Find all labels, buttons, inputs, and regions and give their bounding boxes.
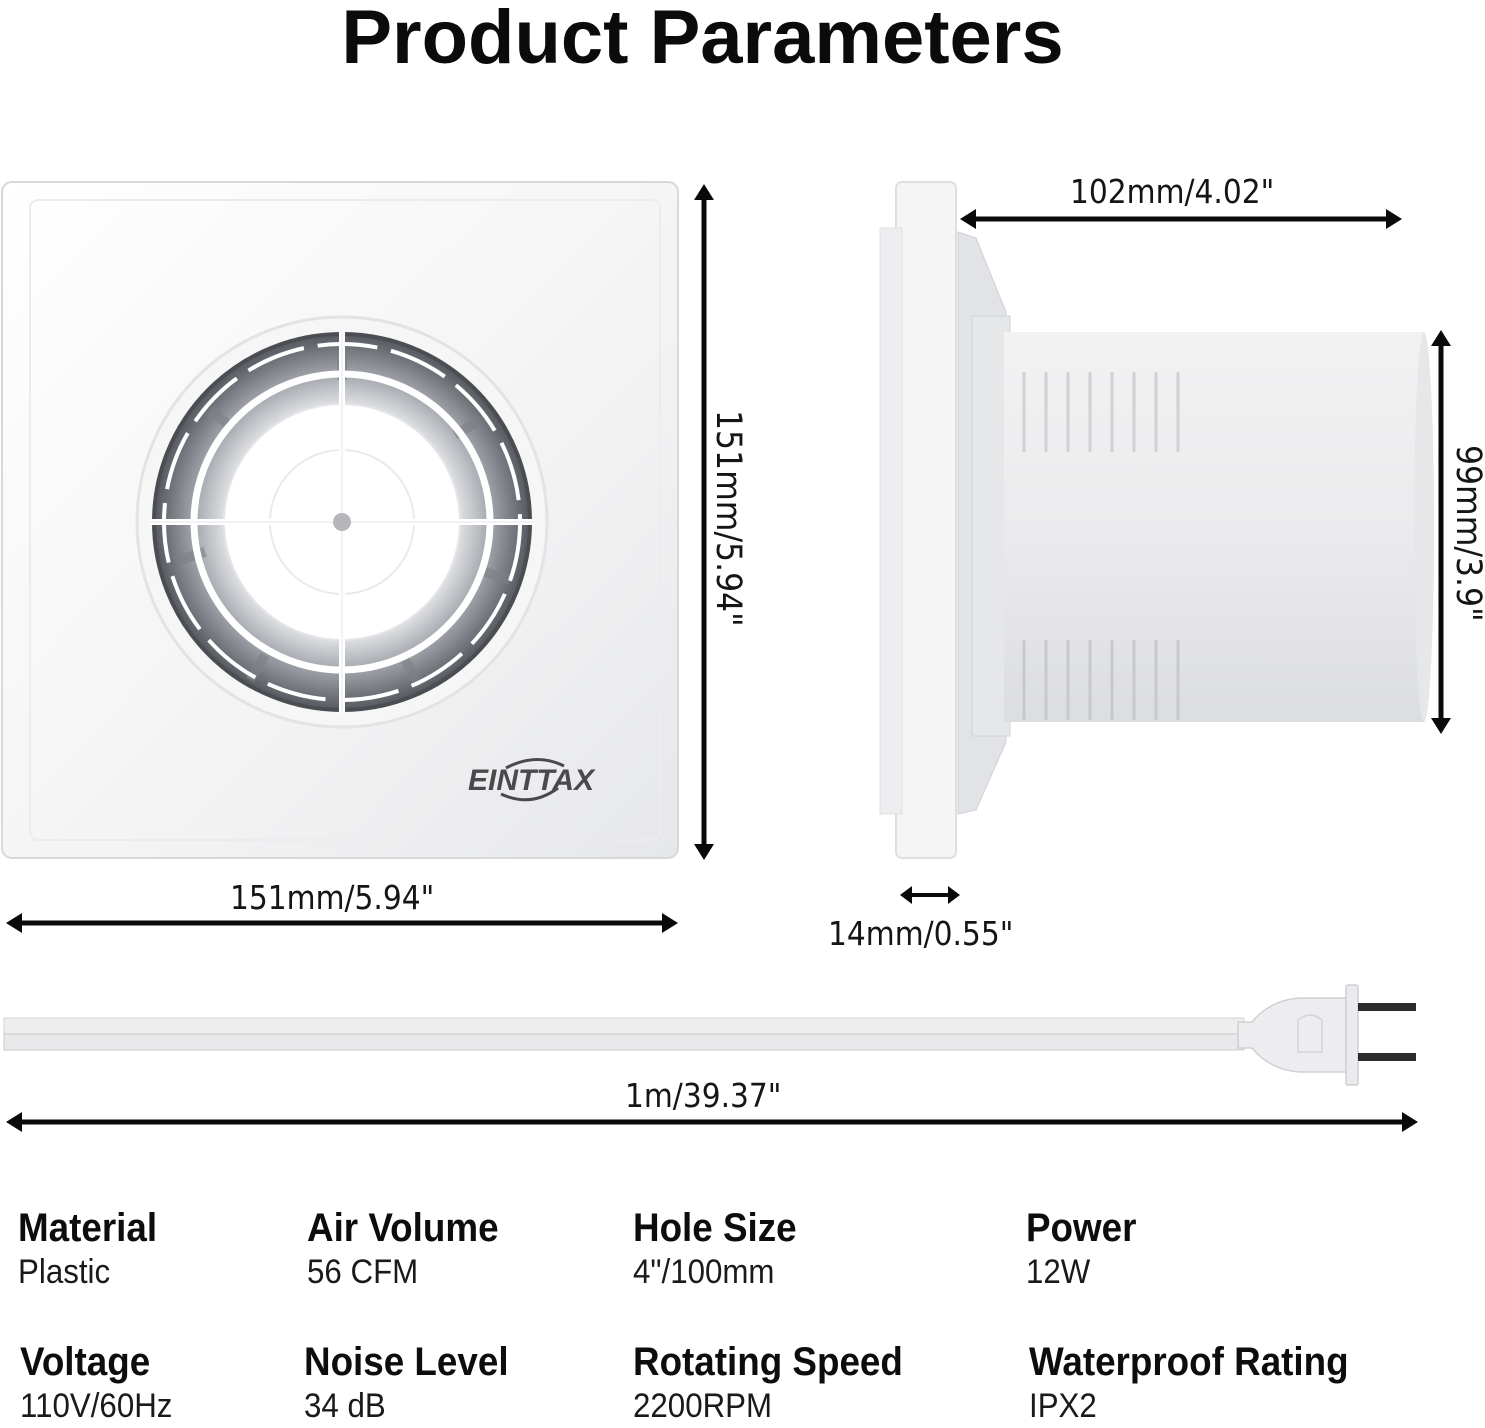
spec-value: 4"/100mm xyxy=(633,1253,775,1291)
duct-length-label: 102mm/4.02" xyxy=(1070,172,1275,211)
fan-side-view-image xyxy=(879,181,1434,859)
duct-length-arrow-icon xyxy=(960,209,1402,229)
cord-length-label: 1m/39.37" xyxy=(625,1076,782,1115)
spec-label: Waterproof Rating xyxy=(1029,1340,1349,1384)
spec-value: 12W xyxy=(1026,1253,1091,1291)
spec-label: Rotating Speed xyxy=(633,1340,903,1384)
spec-value: 2200RPM xyxy=(633,1387,773,1425)
fan-front-view-image xyxy=(1,181,679,859)
spec-voltage: Voltage 110V/60Hz xyxy=(20,1340,186,1426)
panel-thickness-label: 14mm/0.55" xyxy=(828,914,1014,953)
spec-value: 56 CFM xyxy=(307,1253,419,1291)
spec-air-volume: Air Volume 56 CFM xyxy=(307,1206,515,1292)
spec-label: Material xyxy=(18,1206,158,1250)
page-title: Product Parameters xyxy=(341,0,1064,80)
brand-logo: EINTTAX xyxy=(466,758,611,802)
spec-value: 110V/60Hz xyxy=(20,1387,173,1425)
duct-diameter-label: 99mm/3.9" xyxy=(1448,445,1485,622)
cord-length-arrow-icon xyxy=(6,1112,1418,1132)
spec-material: Material Plastic xyxy=(18,1206,169,1292)
spec-value: IPX2 xyxy=(1029,1387,1097,1425)
spec-label: Power xyxy=(1026,1206,1137,1250)
duct-diameter-arrow-icon xyxy=(1431,330,1451,734)
front-width-label: 151mm/5.94" xyxy=(230,878,435,917)
spec-rotating-speed: Rotating Speed 2200RPM xyxy=(633,1340,926,1426)
panel-thickness-arrow-icon xyxy=(900,886,960,904)
front-height-arrow-icon xyxy=(694,184,714,860)
front-width-arrow-icon xyxy=(6,913,678,933)
spec-label: Air Volume xyxy=(307,1206,499,1250)
spec-hole-size: Hole Size 4"/100mm xyxy=(633,1206,811,1292)
spec-noise-level: Noise Level 34 dB xyxy=(304,1340,526,1426)
spec-value: 34 dB xyxy=(304,1387,386,1425)
brand-logo-text: EINTTAX xyxy=(468,764,595,797)
spec-label: Hole Size xyxy=(633,1206,797,1250)
front-height-label: 151mm/5.94" xyxy=(708,410,748,627)
spec-label: Noise Level xyxy=(304,1340,509,1384)
spec-label: Voltage xyxy=(20,1340,151,1384)
spec-waterproof-rating: Waterproof Rating IPX2 xyxy=(1029,1340,1376,1426)
power-cord-image xyxy=(3,984,1416,1086)
spec-value: Plastic xyxy=(18,1253,111,1291)
spec-power: Power 12W xyxy=(1026,1206,1146,1292)
